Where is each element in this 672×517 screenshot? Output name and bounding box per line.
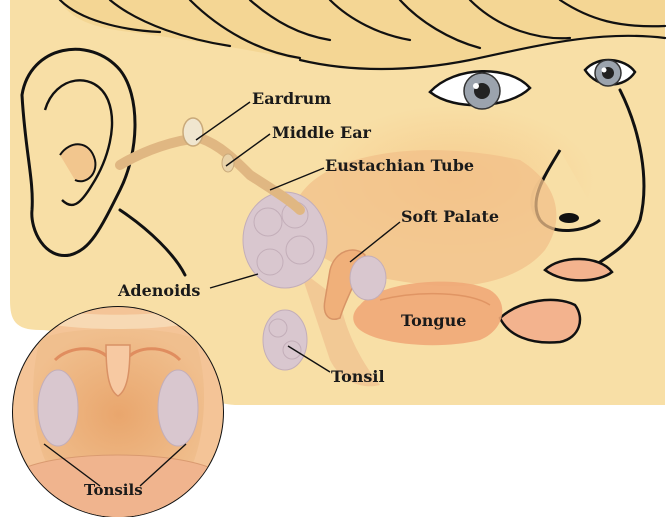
label-tonsil: Tonsil xyxy=(331,367,385,386)
label-tonsils: Tonsils xyxy=(84,481,143,499)
tonsil-tissue xyxy=(263,310,307,370)
inset-tonsil-left xyxy=(38,370,78,446)
label-eardrum: Eardrum xyxy=(252,89,331,108)
label-middle-ear: Middle Ear xyxy=(272,123,372,142)
inset-tonsil-right xyxy=(158,370,198,446)
tonsil-tissue-right xyxy=(350,256,386,300)
label-eustachian-tube: Eustachian Tube xyxy=(325,156,474,175)
label-adenoids: Adenoids xyxy=(117,281,200,300)
label-tongue: Tongue xyxy=(401,311,466,330)
adenoids-tissue xyxy=(243,192,327,288)
label-soft-palate: Soft Palate xyxy=(401,207,499,226)
